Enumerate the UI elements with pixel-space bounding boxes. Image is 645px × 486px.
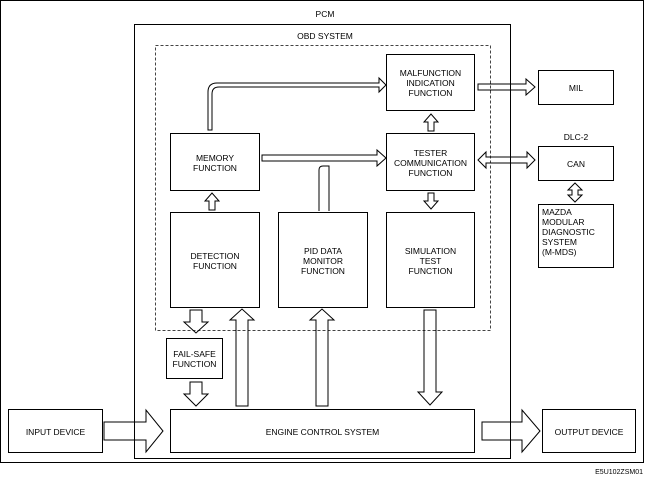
detection-block	[170, 212, 260, 308]
dlc-label: DLC-2	[563, 132, 589, 142]
pcm-label: PCM	[315, 9, 335, 19]
simulation-to-engine-arrow	[416, 309, 444, 406]
pid-to-tester-arrow	[318, 165, 330, 211]
engine-label: ENGINE CONTROL SYSTEM	[265, 426, 380, 437]
failsafe-to-engine-arrow	[182, 381, 210, 407]
pid-block	[278, 212, 368, 308]
malfunction-block	[386, 54, 475, 111]
tester-to-simulation-arrow	[422, 192, 440, 210]
pcm-box	[134, 24, 511, 459]
simulation-block	[386, 212, 475, 308]
detection-label: DETECTION FUNCTION	[190, 250, 240, 271]
engine-to-detection-arrow	[228, 308, 256, 407]
engine-to-pid-arrow	[308, 308, 336, 407]
mil-label: MIL	[568, 83, 584, 93]
input-device-label: INPUT DEVICE	[25, 426, 86, 437]
tester-can-double-arrow	[477, 150, 536, 170]
engine-block	[170, 409, 475, 453]
malfunction-label: MALFUNCTION INDICATION FUNCTION	[399, 68, 462, 98]
engine-to-output-arrow	[481, 408, 541, 454]
can-block	[538, 146, 614, 181]
outer-frame	[0, 0, 644, 463]
memory-to-malfunction-arrow	[207, 76, 387, 131]
failsafe-label: FAIL-SAFE FUNCTION	[172, 349, 217, 369]
can-label: CAN	[567, 159, 585, 169]
mmds-label: MAZDA MODULAR DIAGNOSTIC SYSTEM (M-MDS)	[542, 207, 595, 257]
figure-code: E5U102ZSM01	[595, 469, 643, 476]
output-device-block	[542, 409, 636, 453]
obd-system-box	[155, 45, 491, 331]
mil-block	[538, 70, 614, 105]
detection-to-memory-arrow	[203, 192, 221, 211]
memory-block	[170, 133, 260, 191]
obd-system-label: OBD SYSTEM	[297, 31, 353, 41]
input-device-block	[8, 409, 103, 453]
simulation-label: SIMULATION TEST FUNCTION	[404, 245, 457, 276]
can-mmds-double-arrow	[566, 182, 584, 203]
memory-label: MEMORY FUNCTION	[193, 152, 237, 173]
pid-label: PID DATA MONITOR FUNCTION	[301, 245, 345, 276]
memory-to-tester-arrow	[261, 148, 387, 168]
tester-to-malfunction-arrow	[422, 113, 440, 132]
tester-block	[386, 133, 475, 191]
input-to-engine-arrow	[103, 408, 164, 454]
malfunction-to-mil-arrow	[477, 77, 536, 97]
mmds-block	[538, 204, 614, 268]
output-device-label: OUTPUT DEVICE	[554, 426, 624, 437]
detection-to-failsafe-arrow	[182, 309, 210, 334]
tester-label: TESTER COMMUNICATION FUNCTION	[393, 147, 468, 178]
failsafe-block	[166, 338, 223, 379]
